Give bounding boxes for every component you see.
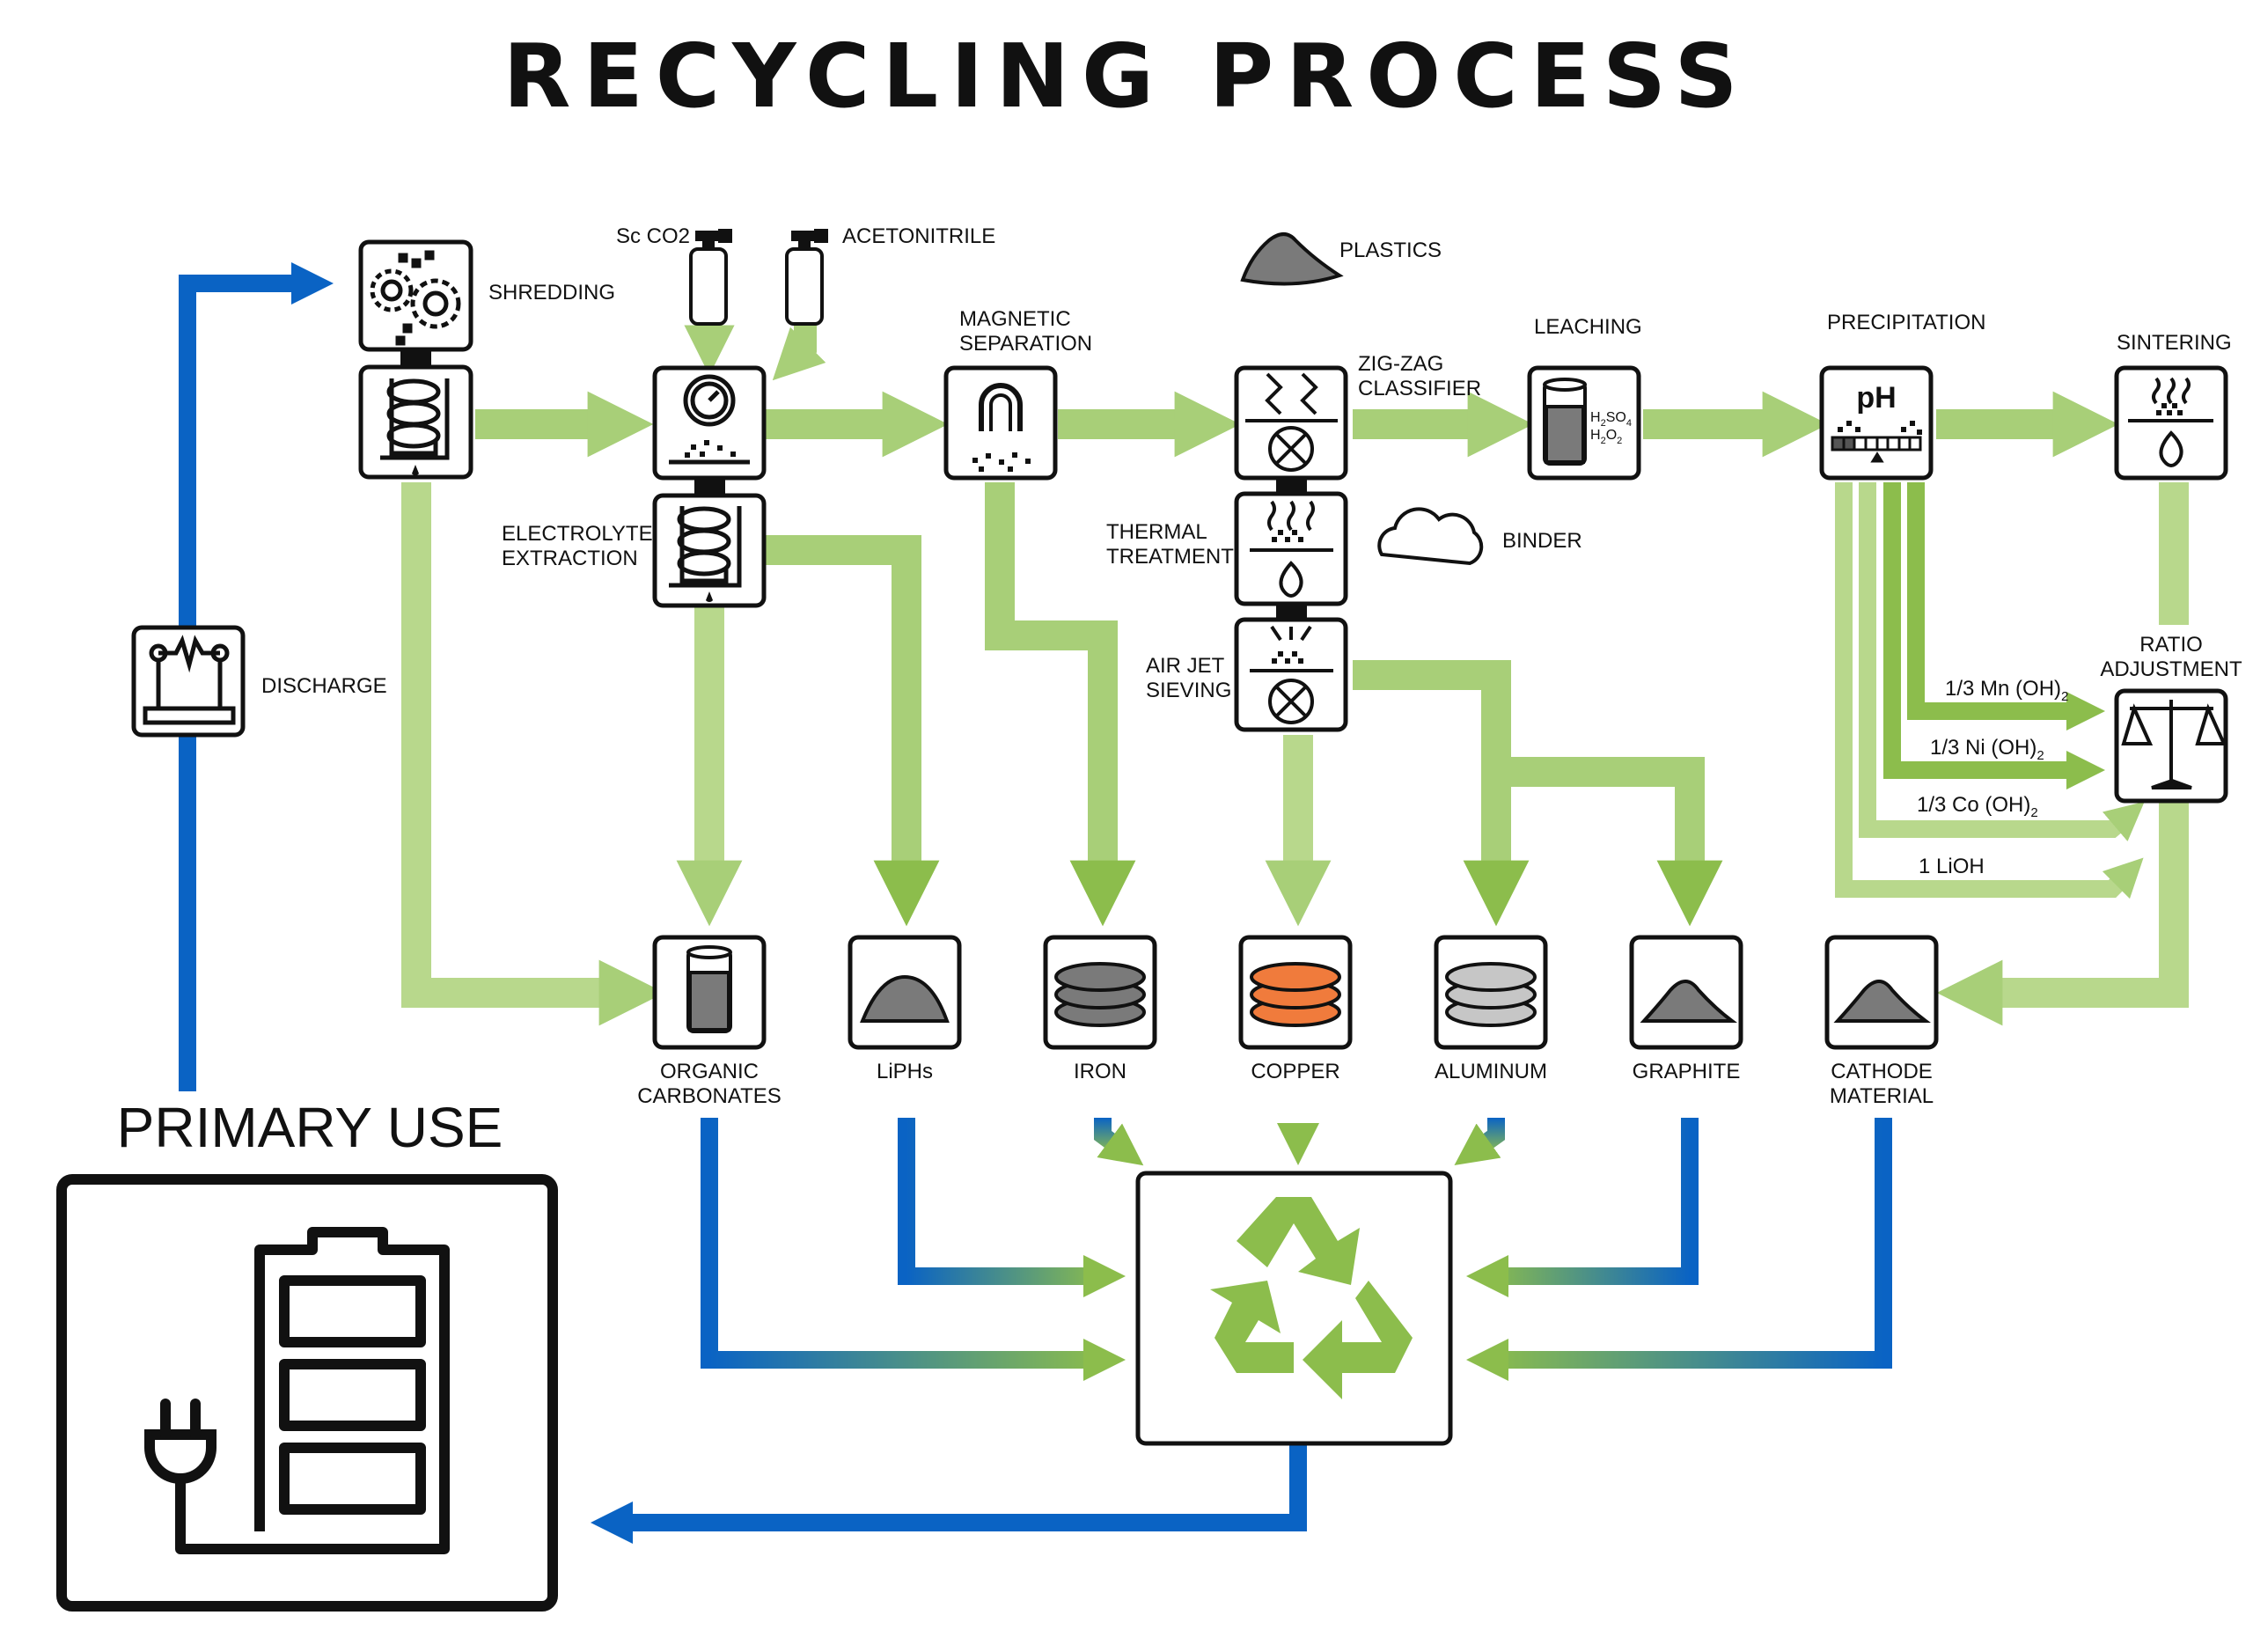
copper-discs-icon [1250, 962, 1341, 1027]
ph-scale-icon [1831, 436, 1922, 463]
heat-icon [2128, 377, 2213, 467]
powder-pile-icon [1833, 980, 1931, 1023]
aluminum-box [1434, 935, 1548, 1050]
zigzag-label-2: CLASSIFIER [1358, 377, 1481, 400]
cathode-label-1: CATHODE [1831, 1060, 1933, 1083]
blue-feed-line [179, 261, 334, 1091]
leaching-box [1527, 365, 1641, 481]
ph-label: pH [1856, 381, 1896, 415]
beaker-icon [686, 945, 732, 1033]
sintering-box [2114, 365, 2228, 481]
graphite-box [1629, 935, 1743, 1050]
discharge-label: DISCHARGE [261, 674, 387, 698]
copper-label: COPPER [1251, 1060, 1339, 1083]
acetonitrile-cylinder-icon [785, 229, 828, 326]
ratio-label-1: RATIO [2139, 633, 2203, 657]
h2so4-formula: H2SO4 [1590, 410, 1632, 429]
leaching-label: LEACHING [1534, 315, 1642, 339]
plastics-pile-icon [1240, 232, 1344, 286]
pressure-box [652, 365, 767, 481]
zigzag-classifier-box [1234, 365, 1348, 481]
airjet-label-2: SIEVING [1146, 679, 1231, 702]
copper-box [1238, 935, 1353, 1050]
zigzag-icon [1245, 372, 1338, 472]
acetonitrile-label: ACETONITRILE [842, 224, 995, 248]
iron-discs-icon [1054, 962, 1146, 1027]
discharge-icon [143, 635, 236, 725]
ratio-adjustment-box [2114, 688, 2228, 804]
co-stream-label: 1/3 Co (OH)2 [1917, 793, 2038, 820]
thermal-label-2: TREATMENT [1106, 545, 1234, 569]
lioh-stream-label: 1 LiOH [1919, 855, 1985, 878]
heat-icon [1250, 500, 1333, 598]
airjet-label-1: AIR JET [1146, 654, 1225, 678]
magnetic-label-1: MAGNETIC [959, 307, 1071, 331]
green-flow-arrows [401, 324, 2189, 1026]
spiral-icon [669, 506, 742, 588]
spiral-icon [380, 378, 450, 460]
primary-use-box [56, 1174, 558, 1612]
air-jet-sieving-box [1234, 617, 1348, 732]
magnetic-separation-box [943, 365, 1058, 481]
scale-icon [2121, 700, 2227, 789]
pressure-gauge-icon [669, 374, 750, 465]
zigzag-label-1: ZIG-ZAG [1358, 352, 1443, 376]
shredding-spiral-box [358, 364, 473, 480]
aluminum-label: ALUMINUM [1435, 1060, 1547, 1083]
h2o2-formula: H2O2 [1590, 428, 1622, 446]
organic-carbonates-box [652, 935, 767, 1050]
cathode-label-2: MATERIAL [1830, 1084, 1934, 1108]
ratio-label-2: ADJUSTMENT [2100, 657, 2242, 681]
organic-label-1: ORGANIC [660, 1060, 759, 1083]
electrolyte-extraction-box [652, 493, 767, 608]
liphs-box [848, 935, 962, 1050]
sintering-label: SINTERING [2117, 331, 2232, 355]
electrolyte-label-2: EXTRACTION [502, 547, 638, 570]
precipitation-box [1819, 365, 1934, 481]
mn-stream-label: 1/3 Mn (OH)2 [1945, 677, 2068, 704]
sc-co2-label: Sc CO2 [616, 224, 690, 248]
primary-use-label: PRIMARY USE [117, 1096, 503, 1159]
magnetic-label-2: SEPARATION [959, 332, 1092, 356]
discharge-box [131, 625, 246, 738]
blue-return-arrows [590, 1118, 1892, 1545]
beaker-icon [1543, 378, 1587, 466]
aluminum-discs-icon [1445, 962, 1537, 1027]
binder-cloud-icon [1377, 507, 1484, 566]
binder-label: BINDER [1502, 529, 1582, 553]
ni-stream-label: 1/3 Ni (OH)2 [1930, 736, 2044, 763]
precipitation-label: PRECIPITATION [1827, 311, 1985, 334]
plastics-label: PLASTICS [1339, 239, 1442, 262]
thermal-label-1: THERMAL [1106, 520, 1207, 544]
gears-icon [370, 250, 461, 346]
cathode-material-box [1824, 935, 1939, 1050]
plug-icon [144, 1399, 216, 1501]
organic-label-2: CARBONATES [637, 1084, 782, 1108]
powder-pile-icon [1640, 980, 1737, 1023]
co2-cylinder-icon [689, 229, 732, 326]
iron-box [1043, 935, 1157, 1050]
magnet-icon [979, 383, 1023, 431]
liphs-label: LiPHs [877, 1060, 933, 1083]
electrolyte-label-1: ELECTROLYTE [502, 522, 653, 546]
shredding-box [358, 239, 473, 352]
thermal-treatment-box [1234, 491, 1348, 606]
air-jet-icon [1250, 625, 1333, 724]
recycle-box [1135, 1171, 1453, 1446]
battery-icon [175, 1227, 450, 1554]
graphite-label: GRAPHITE [1633, 1060, 1741, 1083]
iron-label: IRON [1074, 1060, 1126, 1083]
powder-pile-icon [860, 974, 950, 1023]
page-title: RECYCLING PROCESS [503, 25, 1750, 128]
shredding-label: SHREDDING [488, 281, 615, 305]
recycle-icon [1210, 1197, 1413, 1399]
